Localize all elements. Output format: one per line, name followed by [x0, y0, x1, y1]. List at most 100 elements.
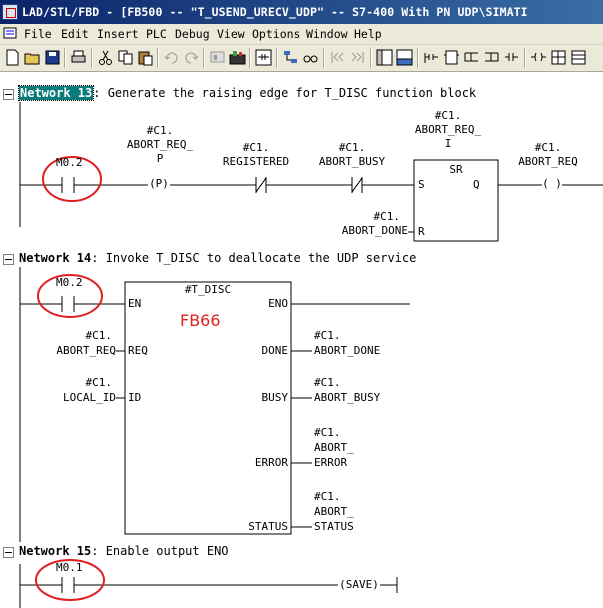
output-var-3-line-1: ABORT_ [314, 505, 354, 518]
open-icon[interactable] [24, 49, 41, 66]
close-branch-icon[interactable] [483, 49, 500, 66]
network-14-title[interactable]: Network 14 [19, 251, 92, 265]
output-var-0-line-0: #C1. [314, 329, 341, 342]
window-title: LAD/STL/FBD - [FB500 -- "T_USEND_URECV_U… [22, 5, 528, 19]
registered-label-1: REGISTERED [222, 155, 290, 168]
pin-done: DONE [261, 344, 289, 357]
next-icon[interactable] [349, 49, 366, 66]
download-icon[interactable] [209, 49, 226, 66]
copy-icon[interactable] [117, 49, 134, 66]
menu-view[interactable]: View [217, 27, 245, 41]
menu-file[interactable]: File [24, 27, 52, 41]
annotation-circle-n14 [37, 274, 103, 318]
contact-label-n14: M0.2 [56, 276, 83, 289]
output-coil[interactable]: ( ) [542, 177, 562, 190]
network-14-header[interactable]: Network 14: Invoke T_DISC to deallocate … [19, 251, 416, 265]
output-var-0-line-1: ABORT_DONE [314, 344, 381, 357]
pin-id: ID [128, 391, 142, 404]
abort-done-label-0: #C1. [373, 210, 401, 223]
table-icon[interactable] [570, 49, 587, 66]
output-var-1-line-0: #C1. [314, 376, 341, 389]
output-var-3-line-0: #C1. [314, 490, 341, 503]
network-icon[interactable] [282, 49, 299, 66]
save-coil[interactable]: (SAVE) [339, 578, 379, 591]
menu-bar: File Edit Insert PLC Debug View Options … [0, 24, 603, 45]
menu-insert[interactable]: Insert [97, 27, 139, 41]
grid-icon[interactable] [550, 49, 567, 66]
menu-window[interactable]: Window [306, 27, 348, 41]
menu-options[interactable]: Options [252, 27, 301, 41]
details-icon[interactable] [396, 49, 413, 66]
network-14-comment[interactable]: : Invoke T_DISC to deallocate the UDP se… [91, 251, 417, 265]
abort-busy-label-0: #C1. [338, 141, 366, 154]
new-icon[interactable] [4, 49, 21, 66]
network-13-title[interactable]: Network 13 [17, 85, 95, 101]
coil-p-label-0: #C1. [146, 124, 174, 137]
redo-icon[interactable] [183, 49, 200, 66]
input-var-0-line-0: #C1. [85, 329, 113, 342]
glasses-icon[interactable] [302, 49, 319, 66]
network-15-header[interactable]: Network 15: Enable output ENO [19, 544, 229, 558]
coil-p-label-1: ABORT_REQ_ [126, 138, 194, 151]
contact-label-n15: M0.1 [56, 561, 83, 574]
network-15-title[interactable]: Network 15 [19, 544, 92, 558]
sr-var-label-0: #C1. [434, 109, 462, 122]
overview-icon[interactable] [376, 49, 393, 66]
block-instance-name: #T_DISC [184, 283, 232, 296]
network-contact-icon[interactable] [423, 49, 440, 66]
branch-icon[interactable] [463, 49, 480, 66]
registered-label-0: #C1. [242, 141, 270, 154]
menu-debug[interactable]: Debug [175, 27, 210, 41]
output-var-2-line-0: #C1. [314, 426, 341, 439]
p-edge-coil[interactable]: (P) [149, 177, 169, 190]
app-icon[interactable] [2, 4, 18, 20]
pin-error: ERROR [254, 456, 288, 469]
paste-icon[interactable] [137, 49, 154, 66]
network-13-header[interactable]: Network 13: Generate the raising edge fo… [17, 85, 477, 101]
box-icon[interactable] [443, 49, 460, 66]
sr-pin-r: R [418, 225, 425, 238]
pin-req: REQ [128, 344, 148, 357]
pin-eno: ENO [268, 297, 288, 310]
toolbar [0, 45, 603, 72]
ladder-diagram [19, 102, 603, 608]
monitor-icon[interactable] [229, 49, 246, 66]
annotation-circle-n13 [42, 156, 102, 202]
collapse-toggle-n15[interactable] [3, 547, 14, 558]
undo-icon[interactable] [163, 49, 180, 66]
parallel-icon[interactable] [503, 49, 520, 66]
output-label-1: ABORT_REQ [518, 155, 578, 168]
input-var-1-line-1: LOCAL_ID [63, 391, 116, 404]
ladder-editor[interactable]: Network 13: Generate the raising edge fo… [0, 72, 603, 608]
network-13-comment[interactable]: : Generate the raising edge for T_DISC f… [93, 86, 477, 100]
menu-help[interactable]: Help [354, 27, 382, 41]
print-icon[interactable] [70, 49, 87, 66]
menu-plc[interactable]: PLC [146, 27, 167, 41]
fb66-annotation: FB66 [180, 311, 221, 330]
input-var-1-line-0: #C1. [85, 376, 113, 389]
annotation-circle-n15 [35, 559, 105, 601]
sr-var-label-2: I [444, 137, 452, 150]
abort-done-label-1: ABORT_DONE [341, 224, 408, 237]
pin-en: EN [128, 297, 142, 310]
network-15-comment[interactable]: : Enable output ENO [91, 544, 229, 558]
document-icon[interactable] [3, 27, 17, 39]
prev-icon[interactable] [329, 49, 346, 66]
cut-icon[interactable] [97, 49, 114, 66]
contact-label-n13: M0.2 [56, 156, 83, 169]
ladder-view-icon[interactable] [255, 49, 272, 66]
sr-var-label-1: ABORT_REQ_ [414, 123, 482, 136]
input-var-0-line-1: ABORT_REQ [56, 344, 116, 357]
output-var-3-line-2: STATUS [314, 520, 354, 533]
sr-pin-q: Q [473, 178, 480, 191]
save-icon[interactable] [44, 49, 61, 66]
collapse-toggle-n14[interactable] [3, 254, 14, 265]
sr-pin-s: S [418, 178, 425, 191]
output-var-1-line-1: ABORT_BUSY [314, 391, 381, 404]
menu-edit[interactable]: Edit [61, 27, 89, 41]
abort-busy-label-1: ABORT_BUSY [318, 155, 386, 168]
title-bar: LAD/STL/FBD - [FB500 -- "T_USEND_URECV_U… [0, 0, 603, 24]
pin-status: STATUS [248, 520, 288, 533]
coil-icon[interactable] [530, 49, 547, 66]
collapse-toggle-n13[interactable] [3, 89, 14, 100]
